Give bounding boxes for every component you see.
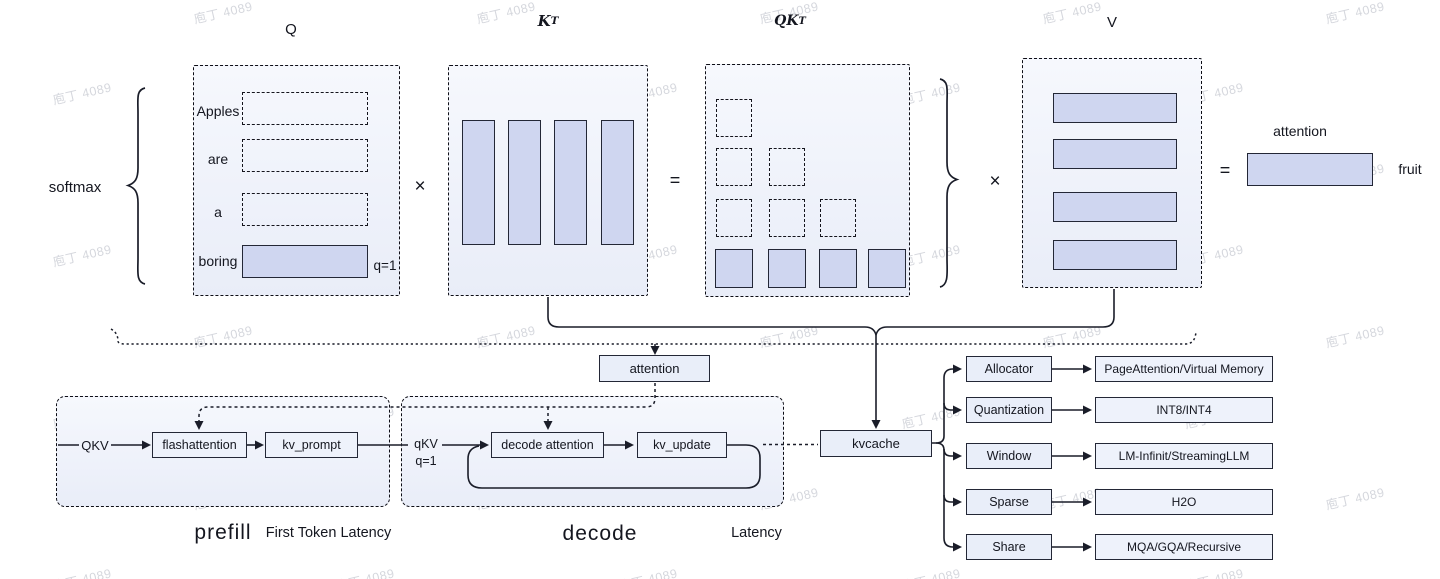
kt-column-bar xyxy=(554,120,587,245)
opt-value-streamingllm: LM-Infinit/StreamingLLM xyxy=(1095,443,1273,469)
opt-value-mqa-gqa: MQA/GQA/Recursive xyxy=(1095,534,1273,560)
kv-prompt-node: kv_prompt xyxy=(265,432,358,458)
q-row-word-a: a xyxy=(214,204,222,220)
qkt-cell-active xyxy=(819,249,857,288)
kvcache-node: kvcache xyxy=(820,430,932,457)
kvcache-branch-lower xyxy=(935,442,954,548)
kvcache-branch-upper xyxy=(932,368,954,444)
branch-sparse xyxy=(943,494,954,503)
decode-title: decode xyxy=(562,522,638,545)
qkt-cell-masked xyxy=(716,99,752,137)
latency-label: Latency xyxy=(731,525,782,541)
opt-category-sparse: Sparse xyxy=(966,489,1052,515)
kv-update-node: kv_update xyxy=(637,432,727,458)
v-row-bar xyxy=(1053,192,1177,222)
branch-window xyxy=(943,448,954,457)
kt-column-bar xyxy=(462,120,495,245)
decode-attention-node: decode attention xyxy=(491,432,604,458)
v-row-bar xyxy=(1053,93,1177,123)
equals-operator-1: = xyxy=(669,169,681,190)
right-curly-brace xyxy=(939,78,960,288)
qkt-cell-masked xyxy=(716,199,752,237)
opt-value-pageattention: PageAttention/Virtual Memory xyxy=(1095,356,1273,382)
qkt-cell-masked xyxy=(769,199,805,237)
kt-column-bar xyxy=(508,120,541,245)
opt-value-h2o: H2O xyxy=(1095,489,1273,515)
times-operator-1: × xyxy=(414,176,426,197)
q-matrix-label: Q xyxy=(285,20,297,38)
attention-result-vector xyxy=(1247,153,1373,186)
qkt-label-sup: T xyxy=(798,15,806,27)
opt-category-allocator: Allocator xyxy=(966,356,1052,382)
v-row-bar xyxy=(1053,240,1177,270)
kt-label-base: K xyxy=(537,12,551,30)
v-matrix-label: V xyxy=(1106,13,1117,31)
equals-operator-2: = xyxy=(1219,159,1231,180)
long-dashed-line xyxy=(110,328,1197,345)
opt-value-int8-int4: INT8/INT4 xyxy=(1095,397,1273,423)
qkt-cell-masked xyxy=(769,148,805,186)
fruit-note: fruit xyxy=(1398,161,1422,177)
decode-input-line2: q=1 xyxy=(415,453,437,468)
flashattention-node: flashattention xyxy=(152,432,247,458)
decode-input-line1: qKV xyxy=(414,436,438,451)
qkt-cell-active xyxy=(715,249,753,288)
branch-quantization xyxy=(943,402,954,411)
qkt-cell-masked xyxy=(716,148,752,186)
q-row-word-apples: Apples xyxy=(196,103,240,119)
softmax-label: softmax xyxy=(48,178,102,196)
q-row-vector-empty xyxy=(242,193,368,226)
attention-flow-node: attention xyxy=(599,355,710,382)
arrowheads xyxy=(142,346,1092,552)
attention-feedback-dashed xyxy=(198,383,656,423)
kt-column-bar xyxy=(601,120,634,245)
prefill-input-label: QKV xyxy=(81,437,109,453)
opt-category-share: Share xyxy=(966,534,1052,560)
opt-category-window: Window xyxy=(966,443,1052,469)
v-row-bar xyxy=(1053,139,1177,169)
attention-result-label: attention xyxy=(1273,123,1327,139)
q-row-word-are: are xyxy=(207,151,229,167)
qkt-cell-active xyxy=(868,249,906,288)
times-operator-2: × xyxy=(989,171,1001,192)
q-row-vector-empty xyxy=(242,139,368,172)
kt-v-merge-connector xyxy=(547,289,1115,336)
q-row-vector-active xyxy=(242,245,368,278)
opt-category-quantization: Quantization xyxy=(966,397,1052,423)
decode-loop-line xyxy=(467,444,761,489)
left-curly-brace xyxy=(125,87,146,285)
qkt-label-base: QK xyxy=(774,13,799,29)
first-token-latency-label: First Token Latency xyxy=(265,525,392,541)
prefill-title: prefill xyxy=(194,521,252,544)
kt-label-sup: T xyxy=(550,15,559,27)
q-row-vector-empty xyxy=(242,92,368,125)
q-row-word-boring: boring xyxy=(198,253,238,269)
qkt-cell-masked xyxy=(820,199,856,237)
qkt-cell-active xyxy=(768,249,806,288)
q1-note: q=1 xyxy=(373,257,397,273)
